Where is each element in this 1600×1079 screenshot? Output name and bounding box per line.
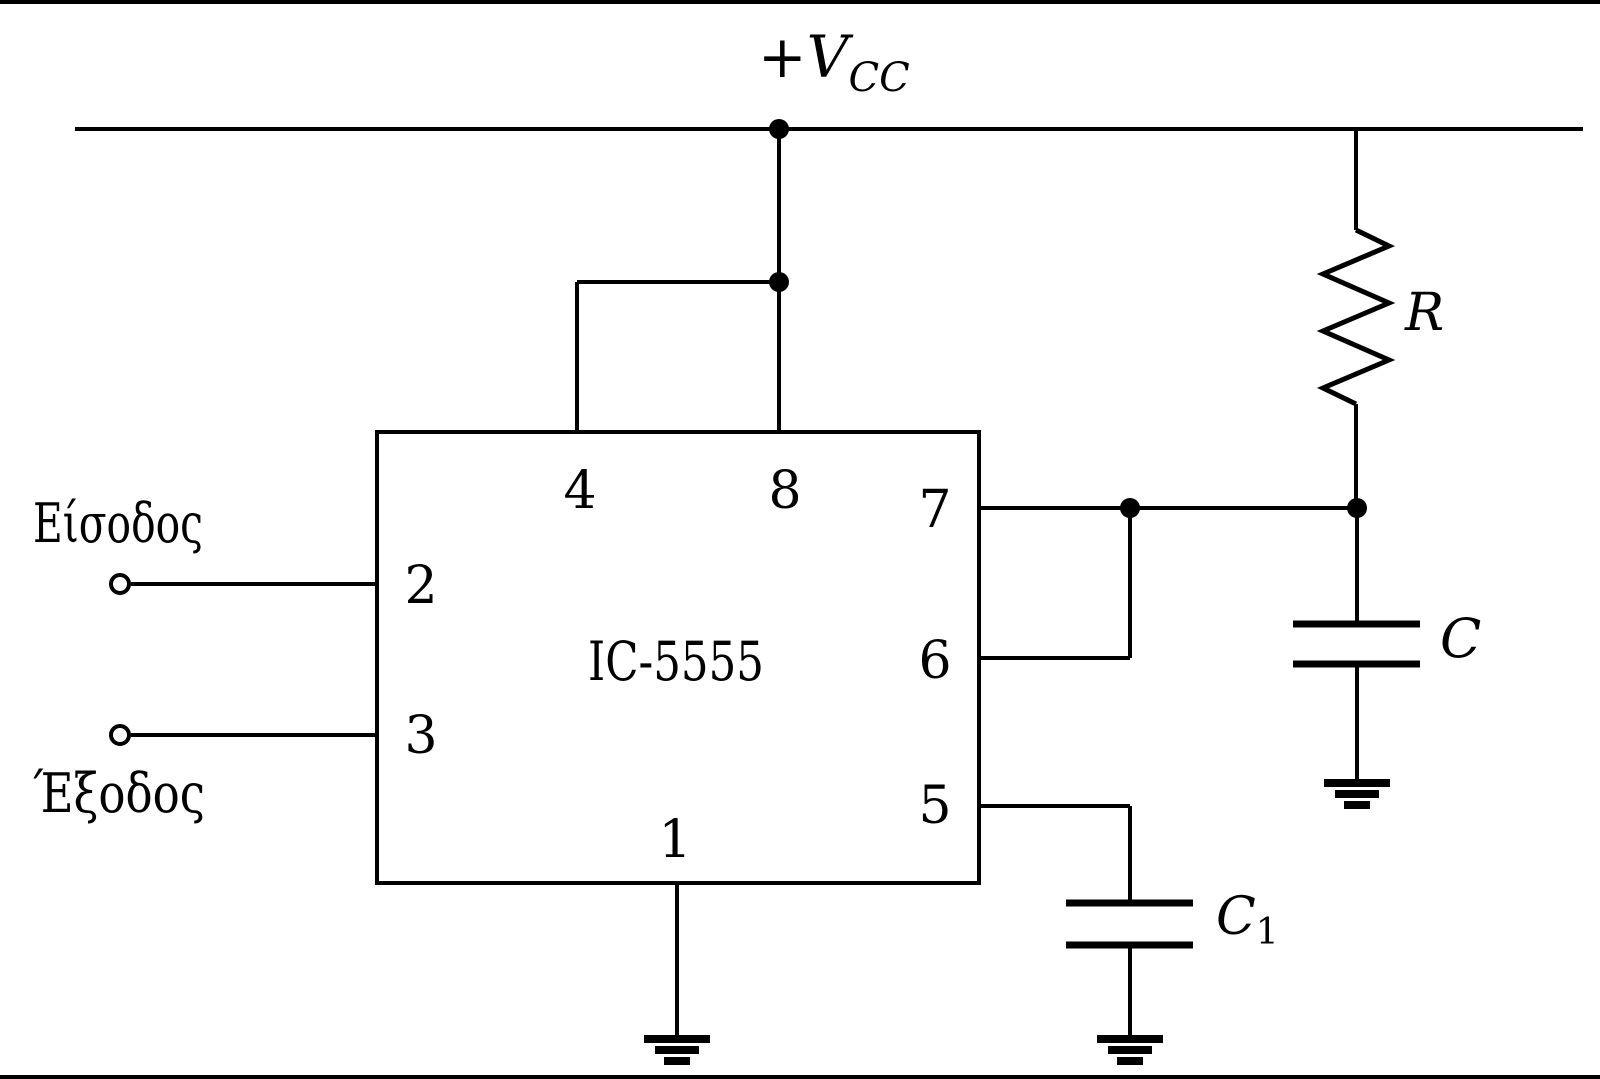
pin-label-7: 7 (918, 480, 951, 540)
resistor-zigzag (1316, 227, 1396, 407)
pin-label-3: 3 (404, 706, 437, 766)
pin-label-4: 4 (563, 461, 596, 521)
pin-label-8: 8 (768, 461, 801, 521)
pin-label-1: 1 (658, 810, 691, 870)
ground-symbol-c1 (1097, 1035, 1163, 1065)
vcc-label-main: +V (758, 23, 854, 91)
resistor-label: R (1404, 283, 1444, 343)
vcc-label-subscript: CC (848, 55, 909, 101)
capacitor-c1-label-subscript: 1 (1256, 912, 1279, 953)
capacitor-c1-label-main: C (1216, 887, 1256, 947)
output-terminal (109, 724, 131, 746)
pin-label-2: 2 (404, 556, 437, 616)
ic-body (375, 430, 981, 885)
capacitor-c1-label: C1 (1216, 887, 1279, 953)
capacitor-c-label: C (1440, 607, 1481, 670)
pin-label-6: 6 (918, 631, 951, 691)
vcc-label: +VCC (758, 23, 910, 101)
bottom-border (0, 1075, 1600, 1079)
output-label: Έξοδος (33, 762, 205, 825)
ground-symbol-c (1324, 779, 1390, 809)
top-border (0, 0, 1600, 4)
pin-label-5: 5 (918, 776, 951, 836)
ic-label: IC-5555 (588, 630, 764, 693)
input-label: Είσοδος (33, 492, 203, 555)
ground-symbol-ic (644, 1035, 710, 1065)
rail-junction-dot (769, 119, 789, 139)
input-terminal (109, 573, 131, 595)
